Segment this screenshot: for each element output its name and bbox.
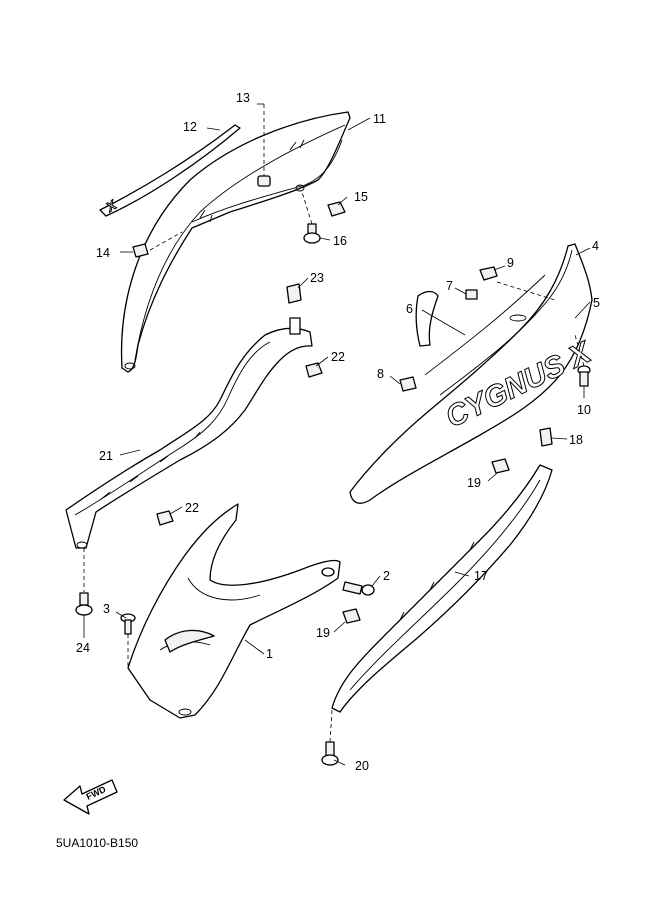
callouts: 1 2 3 4 5 6 7 8 9 10 11 12 13 14 15 16 1… bbox=[76, 91, 600, 773]
diagram-code: 5UA1010-B150 bbox=[56, 836, 138, 850]
part-22-nut-lower[interactable] bbox=[156, 510, 174, 526]
callout-7: 7 bbox=[446, 279, 453, 293]
callout-6: 6 bbox=[406, 302, 413, 316]
part-14-nut[interactable] bbox=[132, 243, 149, 258]
part-7-clip[interactable] bbox=[465, 289, 478, 300]
part-19-nut-lower[interactable] bbox=[342, 608, 361, 624]
part-9-nut[interactable] bbox=[479, 266, 498, 281]
callout-8: 8 bbox=[377, 367, 384, 381]
callout-24: 24 bbox=[76, 641, 90, 655]
callout-14: 14 bbox=[96, 246, 110, 260]
callout-23: 23 bbox=[310, 271, 324, 285]
part-24-screw[interactable] bbox=[75, 592, 93, 616]
part-4-side-cover[interactable] bbox=[349, 243, 593, 504]
callout-21: 21 bbox=[99, 449, 113, 463]
callout-20: 20 bbox=[355, 759, 369, 773]
part-8-nut[interactable] bbox=[399, 376, 417, 392]
callout-22-lower: 22 bbox=[185, 501, 199, 515]
fwd-arrow-icon: FWD bbox=[63, 779, 118, 815]
part-6-trim[interactable] bbox=[415, 290, 439, 347]
callout-4: 4 bbox=[592, 239, 599, 253]
part-21-side-rail[interactable] bbox=[65, 317, 313, 549]
part-16-screw[interactable] bbox=[303, 223, 321, 244]
callout-13: 13 bbox=[236, 91, 250, 105]
part-13-clip[interactable] bbox=[257, 175, 271, 187]
callout-11: 11 bbox=[373, 112, 386, 126]
part-11-rear-upper-cover[interactable] bbox=[120, 111, 351, 373]
part-20-screw[interactable] bbox=[321, 741, 339, 766]
callout-1: 1 bbox=[266, 647, 273, 661]
part-15-nut[interactable] bbox=[327, 201, 346, 217]
callout-22-upper: 22 bbox=[331, 350, 345, 364]
callout-10: 10 bbox=[577, 403, 591, 417]
part-23-clip[interactable] bbox=[286, 283, 302, 304]
part-19-nut-upper[interactable] bbox=[491, 458, 510, 474]
leader-lines bbox=[83, 103, 591, 766]
part-10-screw[interactable] bbox=[577, 365, 591, 387]
callout-19-upper: 19 bbox=[467, 476, 481, 490]
callout-2: 2 bbox=[383, 569, 390, 583]
part-3-screw[interactable] bbox=[120, 613, 136, 635]
callout-5: 5 bbox=[593, 296, 600, 310]
callout-15: 15 bbox=[354, 190, 368, 204]
callout-9: 9 bbox=[507, 256, 514, 270]
part-2-screw[interactable] bbox=[342, 581, 375, 596]
callout-16: 16 bbox=[333, 234, 347, 248]
callout-3: 3 bbox=[103, 602, 110, 616]
callout-12: 12 bbox=[183, 120, 197, 134]
part-17-lower-rail[interactable] bbox=[331, 464, 553, 713]
callout-17: 17 bbox=[474, 569, 488, 583]
callout-18: 18 bbox=[569, 433, 583, 447]
part-1-lower-cover[interactable] bbox=[127, 503, 341, 719]
part-22-nut-upper[interactable] bbox=[305, 362, 323, 378]
part-18-clip[interactable] bbox=[539, 427, 553, 447]
callout-19-lower: 19 bbox=[316, 626, 330, 640]
